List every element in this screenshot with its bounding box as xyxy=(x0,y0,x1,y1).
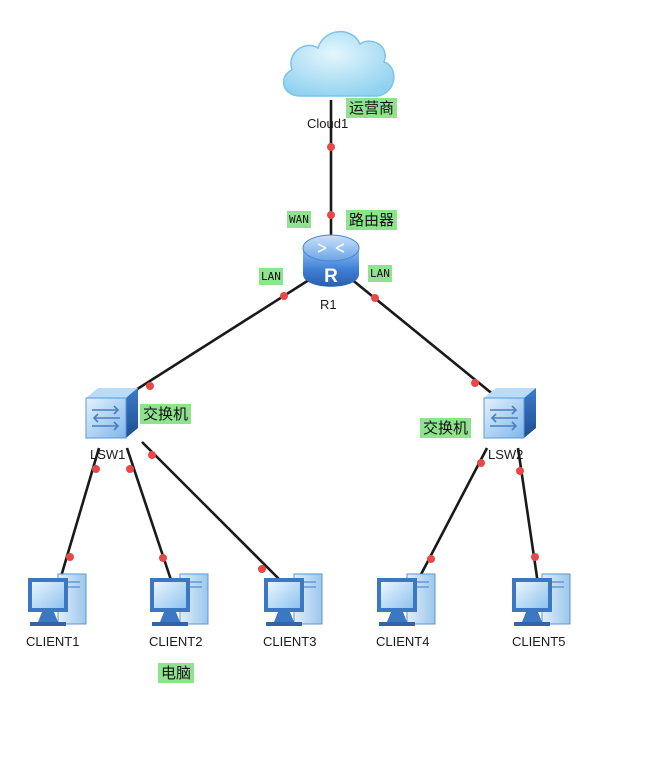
tag-isp: 运营商 xyxy=(346,98,398,118)
port-dot xyxy=(92,465,100,473)
port-dots xyxy=(66,143,539,573)
link-lsw2-client4 xyxy=(414,447,489,585)
port-dot xyxy=(531,553,539,561)
port-dot xyxy=(66,553,74,561)
label-router: R1 xyxy=(320,297,337,312)
port-dot xyxy=(258,565,266,573)
computer-icon[interactable] xyxy=(150,573,209,626)
label-client-4: CLIENT4 xyxy=(376,634,430,649)
computer-icon[interactable] xyxy=(512,573,571,626)
link-router-lsw1 xyxy=(119,276,313,402)
port-dot xyxy=(327,143,335,151)
label-client-5: CLIENT5 xyxy=(512,634,566,649)
port-dot xyxy=(146,382,154,390)
router-glyph: R xyxy=(324,266,338,287)
cloud-icon[interactable] xyxy=(282,30,395,97)
links xyxy=(58,100,540,585)
tag-computer: 电脑 xyxy=(158,663,195,683)
port-dot xyxy=(371,294,379,302)
port-dot xyxy=(327,211,335,219)
link-lsw1-client3 xyxy=(141,441,285,585)
port-dot xyxy=(516,467,524,475)
port-dot xyxy=(159,554,167,562)
computer-icon[interactable] xyxy=(377,573,436,626)
label-switch-2: LSW2 xyxy=(488,447,524,462)
tag-wan-port: WAN xyxy=(287,211,311,228)
switch-icon[interactable] xyxy=(85,388,138,439)
label-client-2: CLIENT2 xyxy=(149,634,203,649)
computer-icon[interactable] xyxy=(28,573,87,626)
port-dot xyxy=(471,379,479,387)
port-dot xyxy=(148,451,156,459)
label-client-1: CLIENT1 xyxy=(26,634,80,649)
tag-lan-port-right: LAN xyxy=(368,265,392,282)
router-icon[interactable]: R xyxy=(302,234,360,287)
computer-icon[interactable] xyxy=(264,573,323,626)
label-client-3: CLIENT3 xyxy=(263,634,317,649)
tag-switch-2: 交换机 xyxy=(420,418,472,438)
tag-router: 路由器 xyxy=(346,210,398,230)
port-dot xyxy=(126,465,134,473)
port-dot xyxy=(477,459,485,467)
port-dot xyxy=(280,292,288,300)
tag-lan-port-left: LAN xyxy=(259,268,283,285)
port-dot xyxy=(427,555,435,563)
label-switch-1: LSW1 xyxy=(90,447,126,462)
switch-icon[interactable] xyxy=(483,388,536,439)
label-cloud: Cloud1 xyxy=(307,116,349,131)
tag-switch-1: 交换机 xyxy=(140,404,192,424)
